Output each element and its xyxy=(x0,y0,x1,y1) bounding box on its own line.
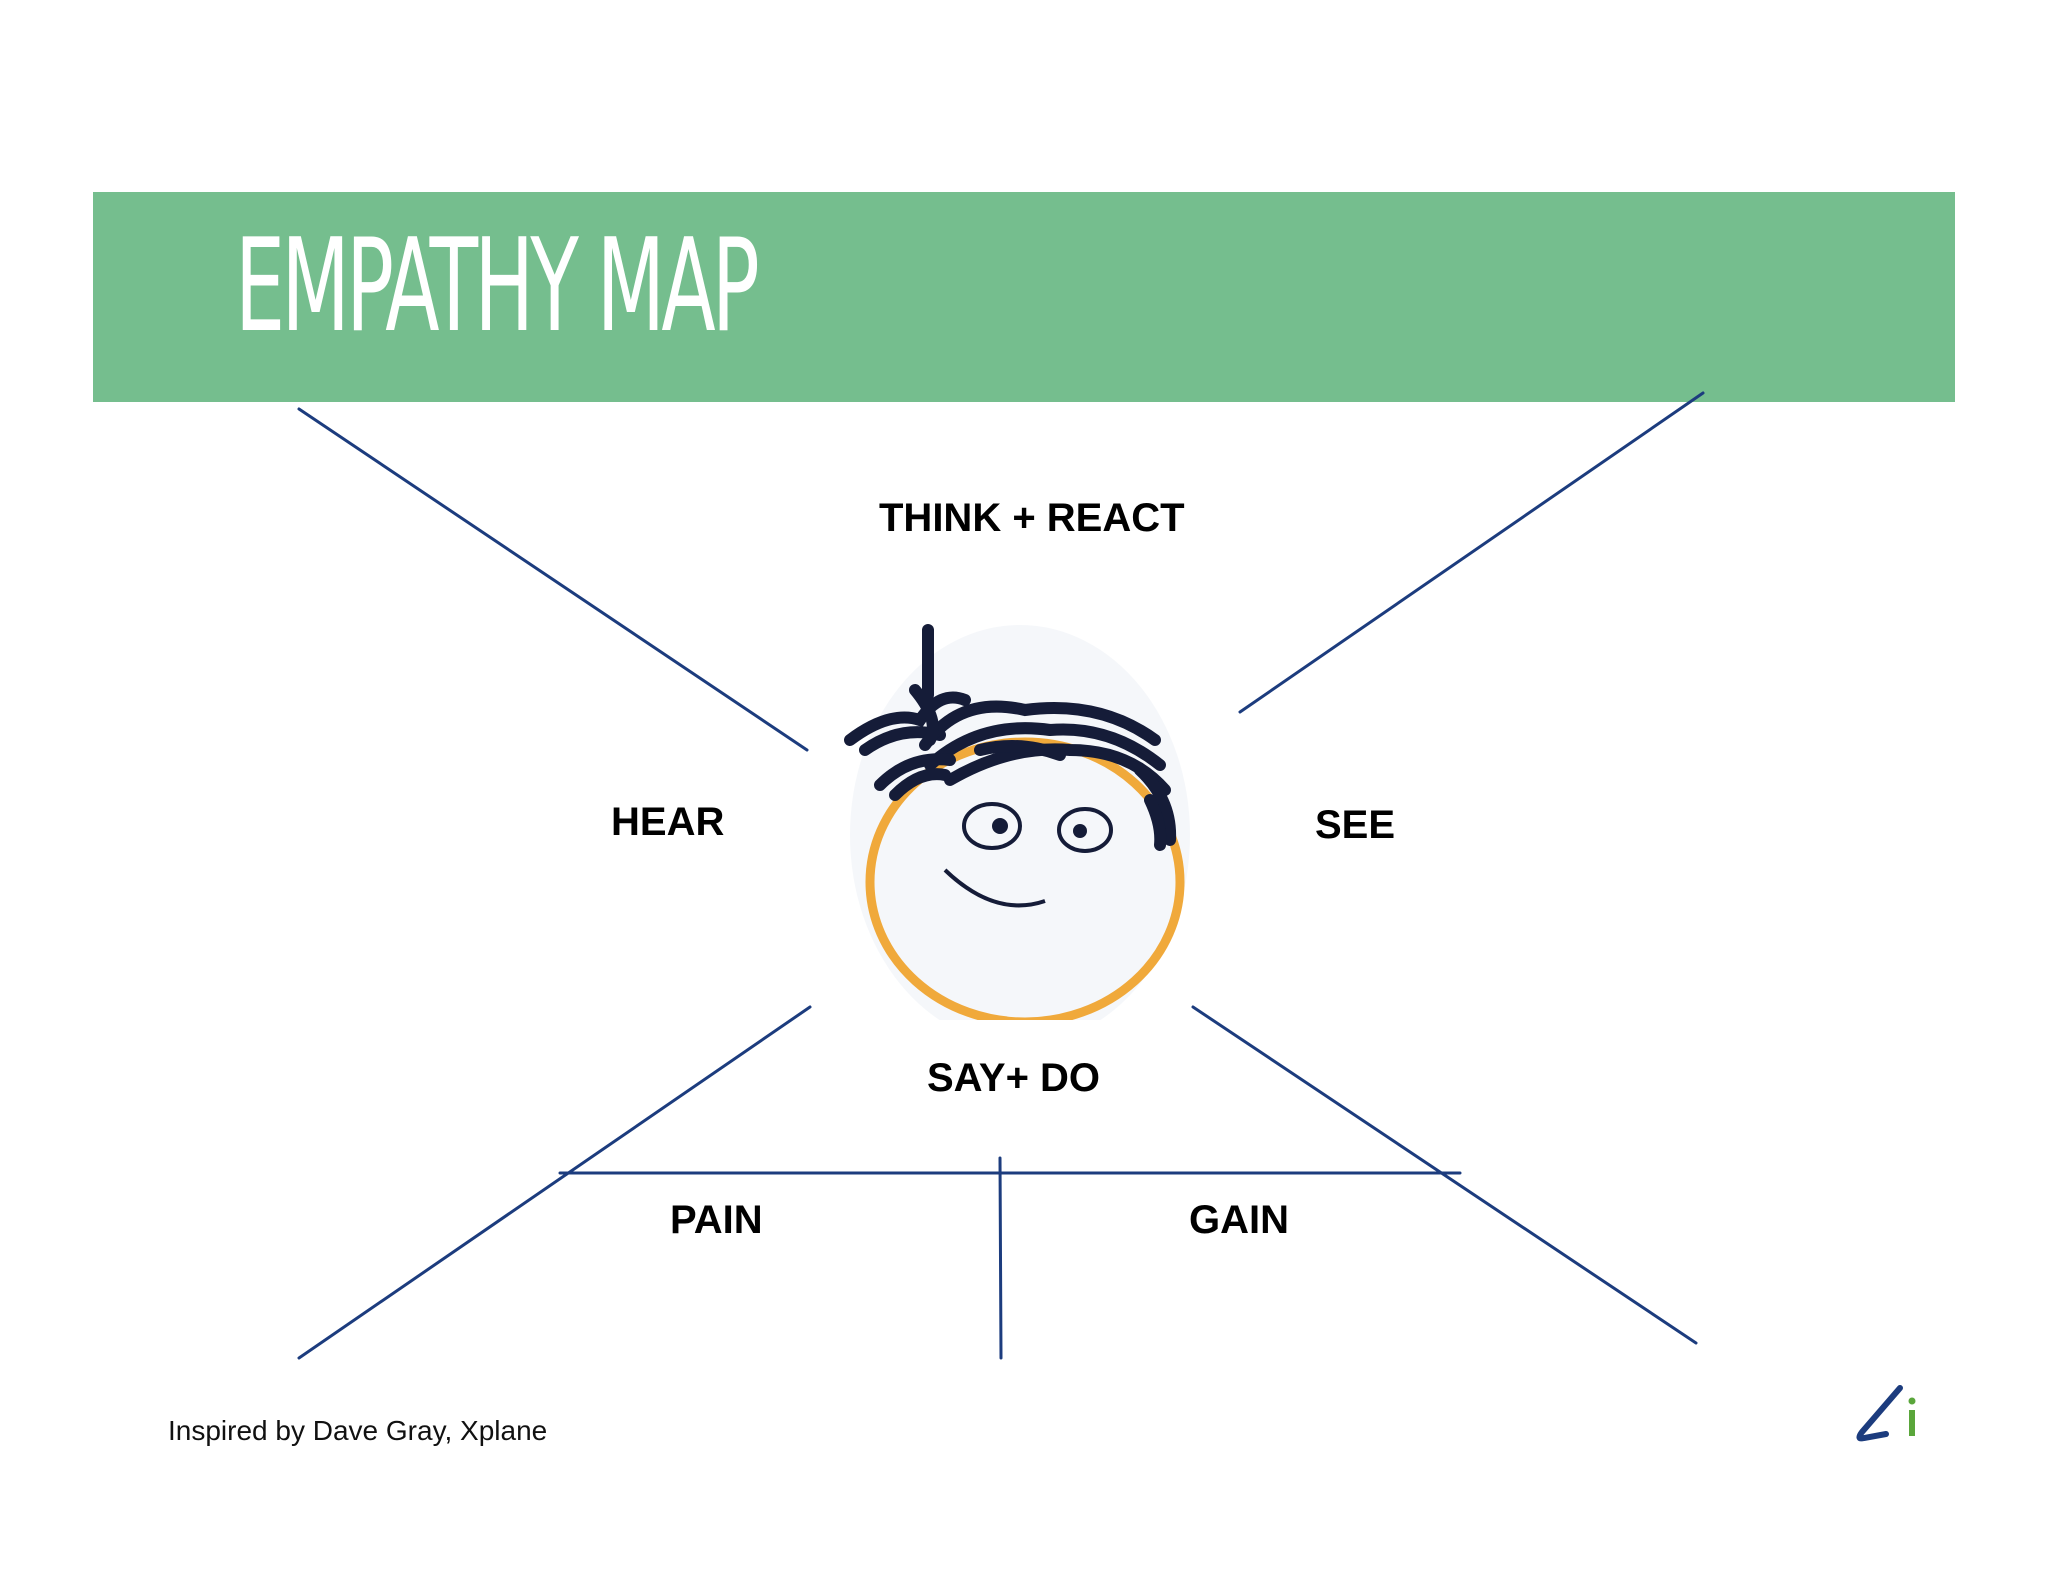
think-react-label: THINK + REACT xyxy=(879,496,1185,540)
doodle-face-icon xyxy=(844,624,1190,1020)
pain-gain-vertical-line xyxy=(998,1156,1003,1360)
credit-text: Inspired by Dave Gray, Xplane xyxy=(168,1415,548,1446)
pain-label: PAIN xyxy=(670,1198,763,1242)
say-do-label: SAY+ DO xyxy=(927,1056,1101,1100)
divider-line-top-left xyxy=(297,407,809,752)
header-banner: EMPATHY MAP xyxy=(93,192,1955,402)
li-logo-icon xyxy=(1856,1385,1916,1442)
divider-line-bottom-right xyxy=(1191,1005,1698,1345)
hear-label: HEAR xyxy=(611,800,725,844)
see-label: SEE xyxy=(1315,803,1396,847)
gain-label: GAIN xyxy=(1189,1198,1289,1242)
divider-line-top-right xyxy=(1238,391,1705,714)
divider-line-bottom-left xyxy=(297,1005,812,1360)
page-title: EMPATHY MAP xyxy=(235,212,760,361)
